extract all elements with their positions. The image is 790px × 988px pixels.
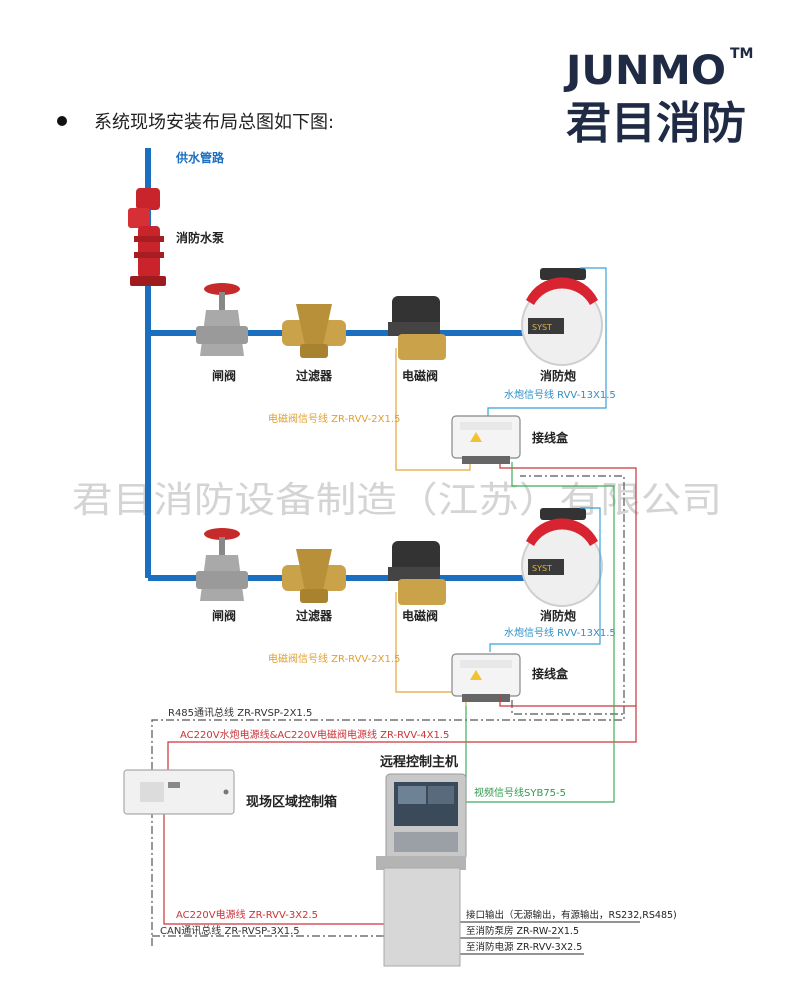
control-box-label: 现场区域控制箱 <box>246 794 337 810</box>
cannon-label-2: 消防炮 <box>540 608 576 623</box>
filter-label-1: 过滤器 <box>296 368 333 383</box>
ac220-box-label: AC220V电源线 ZR-RVV-3X2.5 <box>176 908 318 921</box>
solenoid-signal-label-1: 电磁阀信号线 ZR-RVV-2X1.5 <box>268 412 400 425</box>
filter-icon-2 <box>282 549 346 603</box>
pump-label: 消防水泵 <box>176 230 224 245</box>
junction-box-icon-2 <box>451 653 521 702</box>
brand-tm: TM <box>730 46 753 62</box>
cannon-signal-label-1: 水炮信号线 RVV-13X1.5 <box>504 388 616 401</box>
to-pump-room-label: 至消防泵房 ZR-RW-2X1.5 <box>466 925 579 937</box>
interface-out-label: 接口输出（无源输出，有源输出，RS232,RS485) <box>466 909 677 921</box>
solenoid-valve-label-1: 电磁阀 <box>402 368 438 383</box>
brand-latin: JUNMO <box>563 48 726 94</box>
svg-text:SYST: SYST <box>532 323 552 332</box>
bullet-dot <box>57 116 67 126</box>
gate-valve-label-2: 闸阀 <box>212 608 236 623</box>
host-label: 远程控制主机 <box>380 754 458 770</box>
filter-icon <box>282 304 346 358</box>
filter-label-2: 过滤器 <box>296 608 333 623</box>
solenoid-valve-icon <box>388 296 446 360</box>
solenoid-valve-label-2: 电磁阀 <box>402 608 438 623</box>
junction-box-icon <box>451 415 521 464</box>
cannon-label-1: 消防炮 <box>540 368 576 383</box>
solenoid-valve-icon-2 <box>388 541 446 605</box>
solenoid-signal-label-2: 电磁阀信号线 ZR-RVV-2X1.5 <box>268 652 400 665</box>
control-host-icon <box>376 773 467 967</box>
brand-cn: 君目消防 <box>566 98 746 149</box>
intro-text: 系统现场安装布局总图如下图: <box>94 112 334 133</box>
fire-cannon-icon-2: SYST <box>521 508 603 607</box>
cannon-signal-label-2: 水炮信号线 RVV-13X1.5 <box>504 626 616 639</box>
supply-pipe-label: 供水管路 <box>175 150 225 165</box>
video-label: 视频信号线SYB75-5 <box>474 786 566 799</box>
gate-valve-label-1: 闸阀 <box>212 368 236 383</box>
ac220-power-label: AC220V水炮电源线&AC220V电磁阀电源线 ZR-RVV-4X1.5 <box>180 728 449 741</box>
svg-text:SYST: SYST <box>532 564 552 573</box>
brand-logo: JUNMO TM 君目消防 <box>563 46 754 149</box>
junction-box-label-2: 接线盒 <box>532 666 569 681</box>
junction-box-label-1: 接线盒 <box>532 430 569 445</box>
to-fire-power-label: 至消防电源 ZR-RVV-3X2.5 <box>466 941 582 953</box>
fire-cannon-icon: SYST <box>521 268 603 366</box>
gate-valve-icon <box>196 283 248 356</box>
fire-pump-icon <box>128 188 166 286</box>
control-box-icon <box>123 769 235 815</box>
can-bus-label: CAN通讯总线 ZR-RVSP-3X1.5 <box>160 924 300 937</box>
gate-valve-icon-2 <box>196 528 248 601</box>
rs485-label: R485通讯总线 ZR-RVSP-2X1.5 <box>168 706 312 719</box>
